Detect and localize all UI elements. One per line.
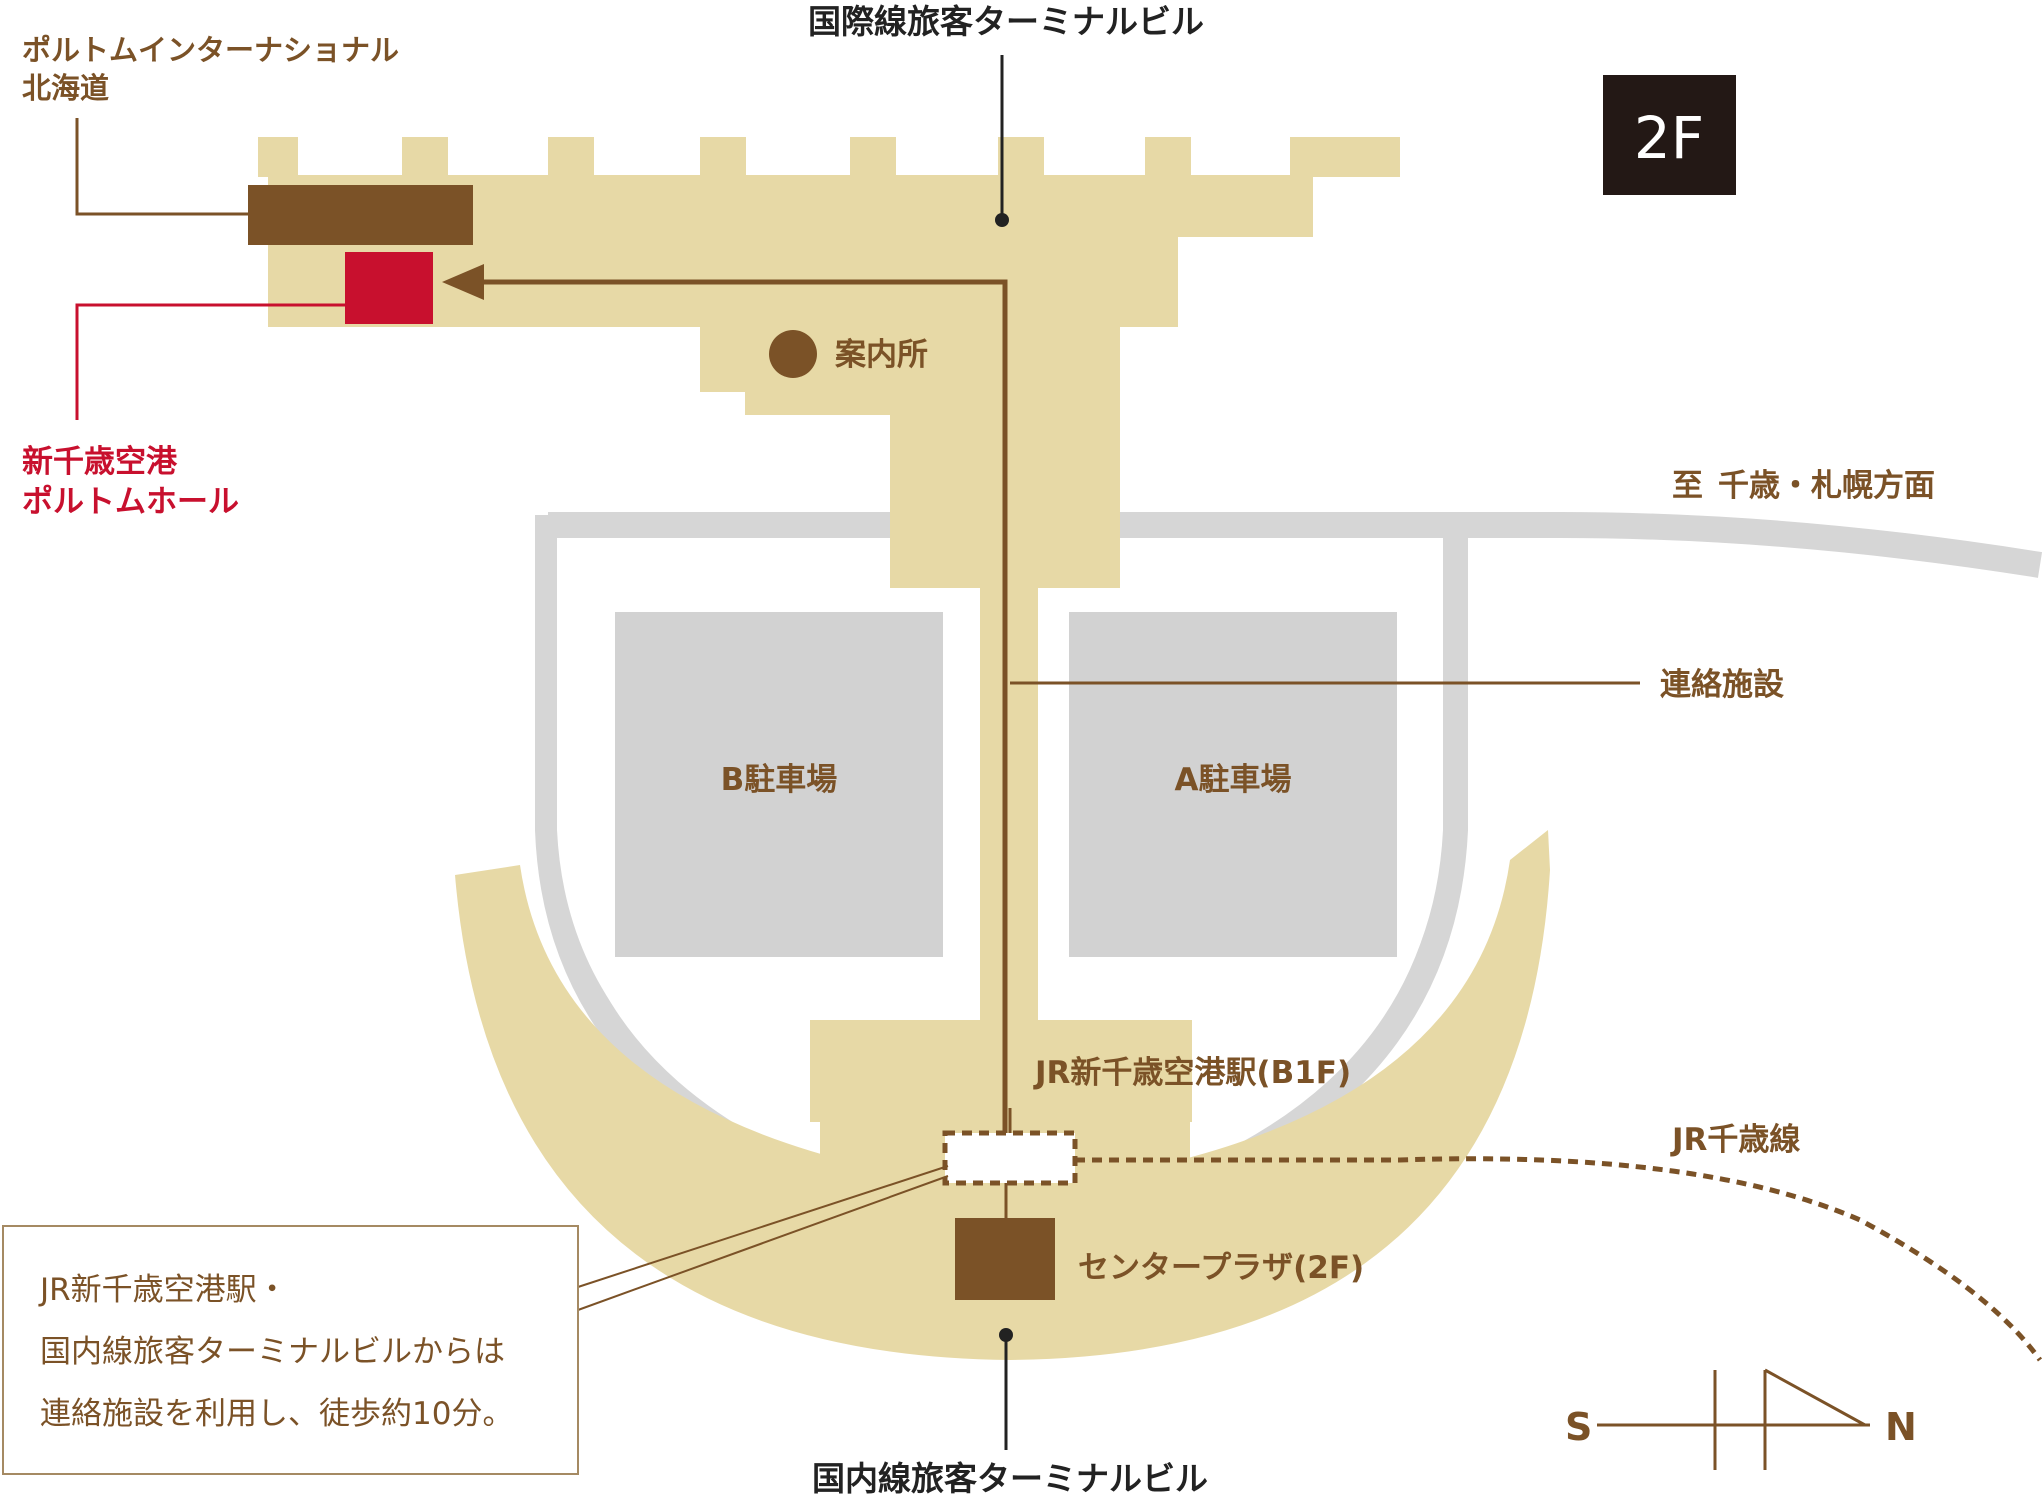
parking-b-label: B駐車場 xyxy=(721,762,838,798)
gate xyxy=(548,137,594,177)
hotel-leader xyxy=(75,118,248,216)
road-top xyxy=(548,512,2043,578)
gate xyxy=(258,137,298,177)
compass xyxy=(1597,1368,1870,1470)
info-point-icon xyxy=(769,330,817,378)
compass-north-arrow-icon xyxy=(1764,1368,1866,1427)
center-plaza-label: センタープラザ(2F) xyxy=(1078,1250,1364,1286)
domestic-terminal-label: 国内線旅客ターミナルビル xyxy=(812,1459,1208,1498)
gate xyxy=(1145,137,1191,177)
domestic-terminal-dot xyxy=(999,1328,1013,1342)
connector-label: 連絡施設 xyxy=(1660,667,1784,703)
callout-pointer xyxy=(577,1165,949,1311)
intl-terminal-dot xyxy=(995,213,1009,227)
domestic-terminal xyxy=(455,830,1550,1360)
parking-b-lot xyxy=(615,612,943,957)
hall-label-1: 新千歳空港 xyxy=(22,444,178,480)
hall-leader xyxy=(75,303,345,420)
parking-a-lot xyxy=(1069,612,1397,957)
walking-note-callout: JR新千歳空港駅・ 国内線旅客ターミナルビルからは 連絡施設を利用し、徒歩約10… xyxy=(2,1165,949,1475)
jr-line-track xyxy=(1075,1156,2043,1362)
hotel-label-1: ポルトムインターナショナル xyxy=(22,33,399,67)
note-line-1: JR新千歳空港駅・ xyxy=(38,1272,288,1308)
floor-badge xyxy=(1603,75,1736,195)
floor-badge-label: 2F xyxy=(1634,104,1704,172)
gate xyxy=(1290,137,1400,177)
intl-terminal-label: 国際線旅客ターミナルビル xyxy=(808,2,1204,41)
domestic-center-block xyxy=(810,1020,1192,1122)
porthome-international-building xyxy=(248,185,473,245)
compass-north: N xyxy=(1885,1405,1917,1449)
direction-label-1: 至 xyxy=(1672,468,1703,504)
note-line-3: 連絡施設を利用し、徒歩約10分。 xyxy=(40,1396,513,1432)
walking-route xyxy=(470,279,1008,1135)
parking-a-label: A駐車場 xyxy=(1175,762,1292,798)
leader-lines xyxy=(75,55,1640,1450)
jr-station-label: JR新千歳空港駅(B1F) xyxy=(1033,1055,1351,1091)
center-plaza-block xyxy=(955,1218,1055,1300)
compass-south: S xyxy=(1565,1405,1592,1449)
gates xyxy=(258,137,1400,177)
gate xyxy=(998,137,1044,177)
connector-corridor xyxy=(980,585,1038,1025)
hotel-label-2: 北海道 xyxy=(22,71,109,105)
route-arrowhead xyxy=(442,264,484,300)
gate xyxy=(700,137,746,177)
hall-label-2: ポルトムホール xyxy=(22,484,239,520)
gate xyxy=(402,137,448,177)
note-line-2: 国内線旅客ターミナルビルからは xyxy=(40,1334,505,1370)
gate xyxy=(850,137,896,177)
info-label: 案内所 xyxy=(835,337,928,373)
callout-box xyxy=(2,1225,579,1475)
jr-station-box xyxy=(942,1130,1078,1186)
direction-label-2: 千歳・札幌方面 xyxy=(1718,468,1935,504)
porthome-hall xyxy=(345,252,433,324)
jr-line-label: JR千歳線 xyxy=(1670,1122,1800,1158)
